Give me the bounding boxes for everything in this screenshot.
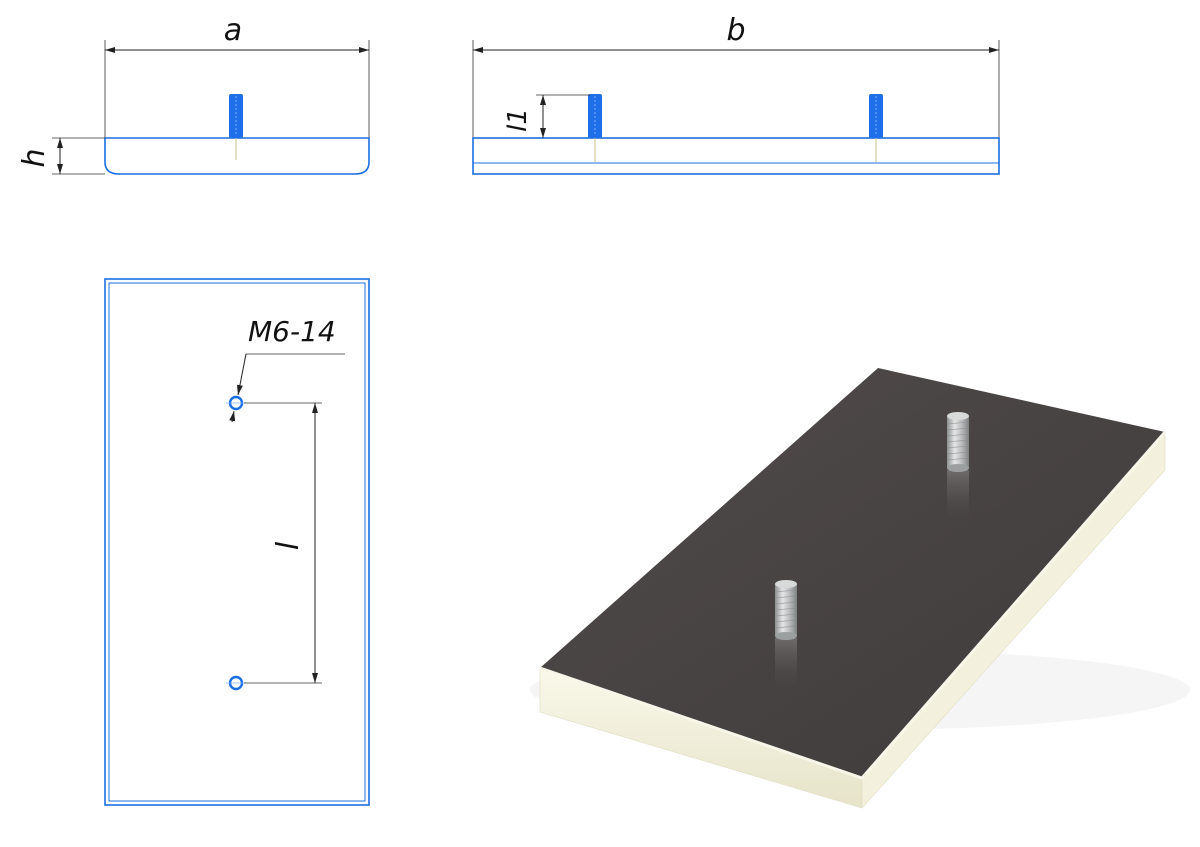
dimension-b-label: b xyxy=(726,13,745,48)
dimension-l-label: l xyxy=(271,541,306,550)
stud-back xyxy=(946,412,970,525)
dimension-l1-label: l1 xyxy=(503,108,533,132)
top-view: M6-14 l xyxy=(104,278,370,806)
stud-front xyxy=(774,580,798,693)
front-plate-outline xyxy=(104,137,370,175)
side-view: b l1 xyxy=(472,13,1000,175)
top-plate-outline xyxy=(104,278,370,806)
isometric-render xyxy=(530,368,1190,809)
front-view: a h xyxy=(17,13,370,175)
dimension-h-label: h xyxy=(17,148,52,167)
plate-top-face xyxy=(540,368,1165,778)
dimension-a-label: a xyxy=(224,13,242,48)
thread-spec-label: M6-14 xyxy=(248,315,336,348)
side-plate-outline xyxy=(472,137,1000,175)
